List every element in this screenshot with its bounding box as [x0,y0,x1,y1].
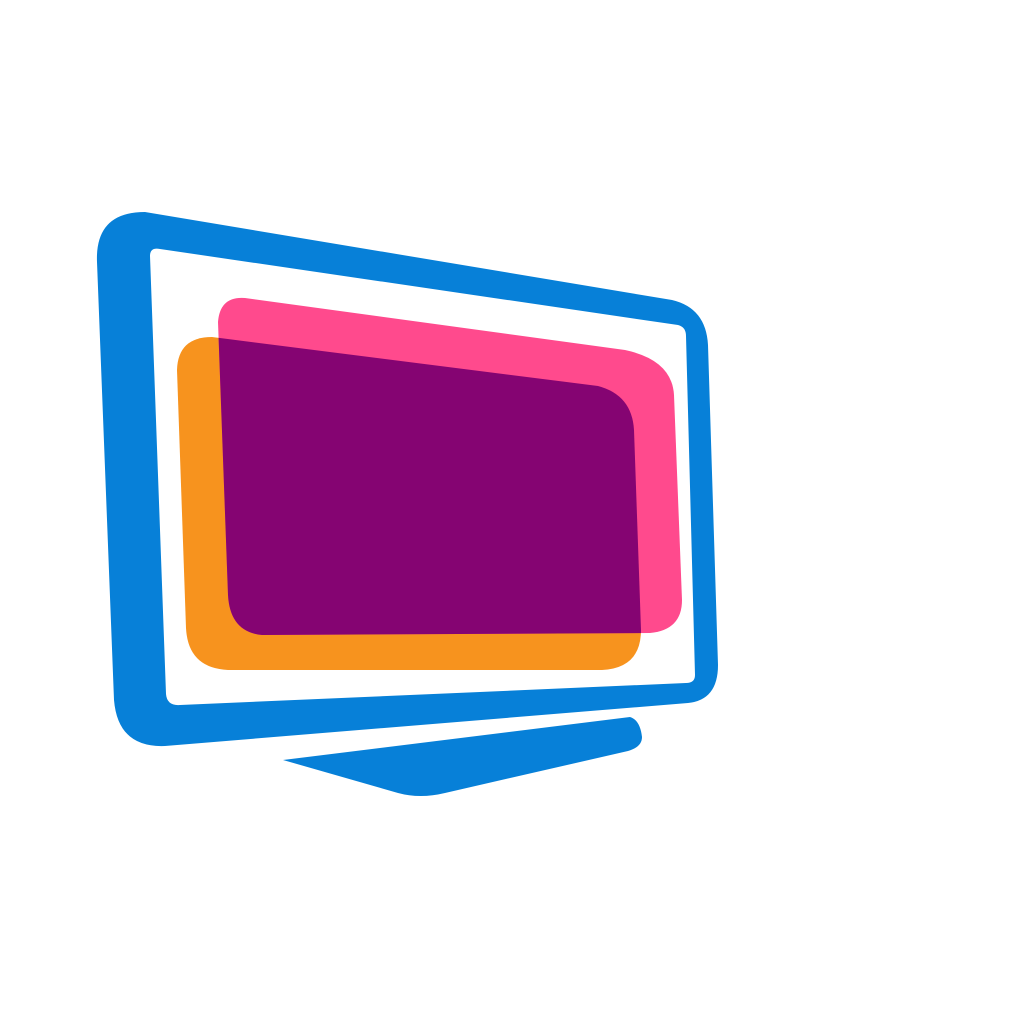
overlap-panel [218,337,641,635]
monitor-stand [283,717,642,796]
